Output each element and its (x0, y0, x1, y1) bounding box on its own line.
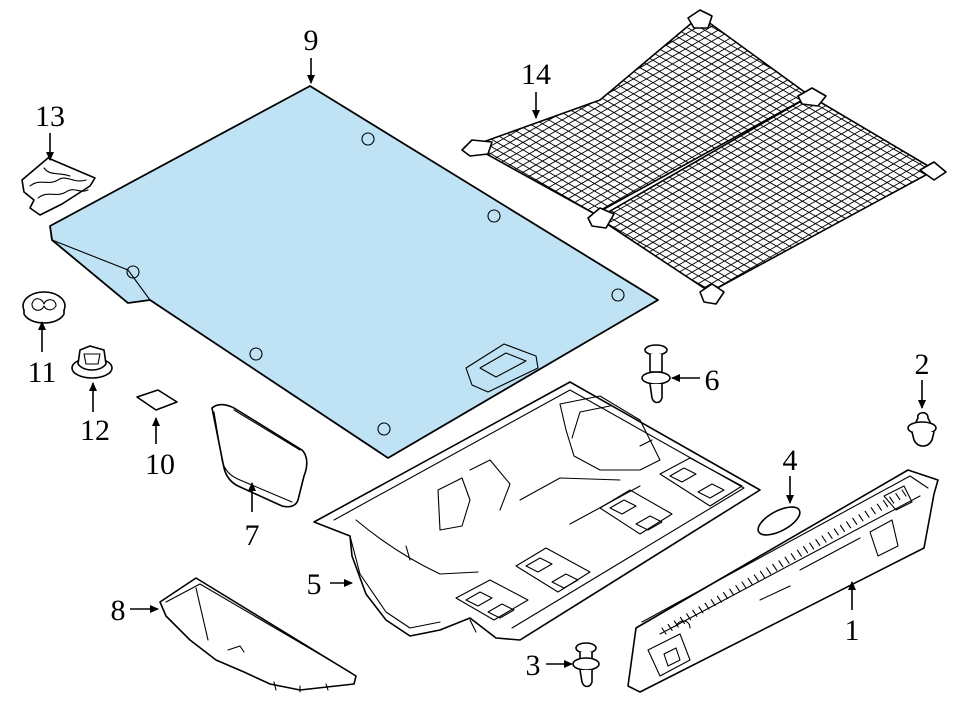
callout-14: 14 (521, 58, 551, 91)
part-4-oval-cap[interactable] (754, 501, 804, 540)
part-2-push-clip[interactable] (907, 411, 937, 447)
part-3-push-pin[interactable] (572, 642, 600, 688)
callout-1: 1 (845, 614, 860, 647)
part-5-cargo-tub[interactable] (313, 381, 761, 641)
callout-11: 11 (28, 356, 57, 389)
callout-13: 13 (35, 100, 65, 133)
callout-3: 3 (526, 649, 541, 682)
part-1-sill-trim[interactable] (627, 469, 939, 693)
callout-5: 5 (307, 568, 322, 601)
part-10-pad[interactable] (136, 389, 178, 411)
callout-labels: 9 13 14 11 12 10 7 6 2 4 5 8 3 1 (28, 24, 930, 682)
leader-arrows (38, 58, 926, 668)
part-9-floor-cover-panel[interactable] (49, 85, 659, 459)
callout-9: 9 (304, 24, 319, 57)
part-13-bracket[interactable] (21, 157, 96, 216)
callout-8: 8 (111, 594, 126, 627)
part-7-storage-tray[interactable] (211, 403, 308, 508)
part-12-clip[interactable] (71, 345, 113, 379)
callout-2: 2 (915, 348, 930, 381)
callout-12: 12 (80, 414, 110, 447)
part-11-plug[interactable] (22, 291, 66, 324)
callout-4: 4 (783, 444, 798, 477)
callout-6: 6 (705, 364, 720, 397)
callout-7: 7 (245, 519, 260, 552)
callout-10: 10 (145, 448, 175, 481)
part-8-side-trim[interactable] (159, 577, 357, 693)
part-6-push-pin[interactable] (641, 344, 671, 404)
